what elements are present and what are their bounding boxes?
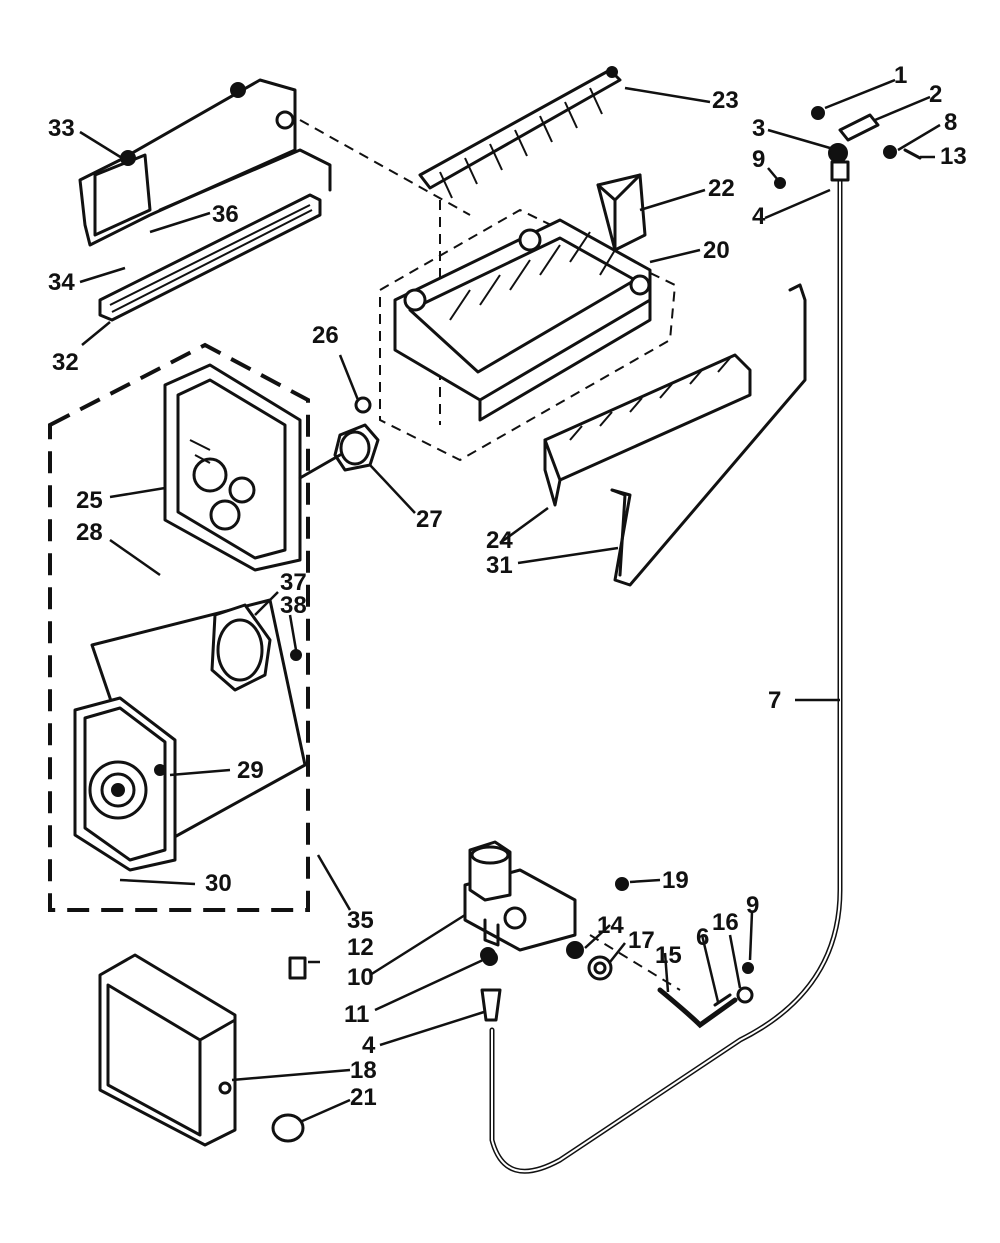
callout-8: 8 — [944, 109, 957, 136]
callout-9-top: 9 — [752, 146, 765, 173]
callout-15: 15 — [655, 942, 682, 969]
control-housing — [163, 363, 302, 572]
top-fittings — [774, 106, 922, 189]
fill-cup — [596, 173, 647, 252]
ice-stripper — [543, 353, 752, 507]
callout-30: 30 — [205, 870, 232, 897]
callout-33: 33 — [48, 115, 75, 142]
callout-20: 20 — [703, 237, 730, 264]
ejector-rake — [418, 66, 622, 199]
valve-screw — [615, 877, 629, 891]
shutoff-arm — [610, 283, 807, 587]
callout-2: 2 — [929, 81, 942, 108]
callout-11: 11 — [344, 1001, 369, 1028]
thermostat — [298, 396, 380, 480]
callout-labels: 1 2 3 8 9 13 4 22 23 20 33 36 34 32 26 2… — [48, 62, 967, 1111]
callout-26: 26 — [312, 322, 339, 349]
callout-35: 35 — [347, 907, 374, 934]
nut-12 — [288, 956, 307, 980]
callout-31: 31 — [486, 552, 513, 579]
valve-outlet-fittings — [566, 934, 754, 1029]
callout-32: 32 — [52, 349, 79, 376]
callout-28: 28 — [76, 519, 103, 546]
water-valve — [463, 840, 577, 963]
callout-19: 19 — [662, 867, 689, 894]
callout-14: 14 — [597, 912, 624, 939]
control-module-outline — [48, 342, 310, 912]
ice-mold — [393, 218, 652, 422]
callout-23: 23 — [712, 87, 739, 114]
leader-lines — [79, 78, 941, 1124]
callout-1: 1 — [894, 62, 907, 89]
water-supply-tube — [489, 177, 843, 1174]
mounting-bracket — [78, 78, 332, 247]
callout-6: 6 — [696, 924, 709, 951]
callout-3: 3 — [752, 115, 765, 142]
callout-9-bottom: 9 — [746, 892, 759, 919]
callout-21: 21 — [350, 1084, 377, 1111]
callout-25: 25 — [76, 487, 103, 514]
bracket-guide-line — [299, 119, 471, 216]
callout-13: 13 — [940, 143, 967, 170]
callout-18: 18 — [350, 1057, 377, 1084]
callout-16: 16 — [712, 909, 739, 936]
callout-29: 29 — [237, 757, 264, 784]
callout-10: 10 — [347, 964, 374, 991]
heater-element — [98, 193, 322, 322]
callout-12: 12 — [347, 934, 374, 961]
callout-17: 17 — [628, 927, 655, 954]
callout-37: 37 — [280, 569, 307, 596]
callout-38: 38 — [280, 592, 307, 619]
inlet-connector — [480, 950, 502, 1022]
ice-maker-module-outline — [379, 208, 677, 462]
callout-4-top: 4 — [752, 203, 766, 230]
callout-7: 7 — [768, 687, 781, 714]
support-plate — [73, 696, 177, 872]
front-cover — [98, 953, 237, 1147]
callout-4-bottom: 4 — [362, 1032, 376, 1059]
knob — [271, 1113, 305, 1143]
callout-22: 22 — [708, 175, 735, 202]
callout-34: 34 — [48, 269, 75, 296]
callout-24: 24 — [486, 527, 513, 554]
callout-27: 27 — [416, 506, 443, 533]
callout-36: 36 — [212, 201, 239, 228]
